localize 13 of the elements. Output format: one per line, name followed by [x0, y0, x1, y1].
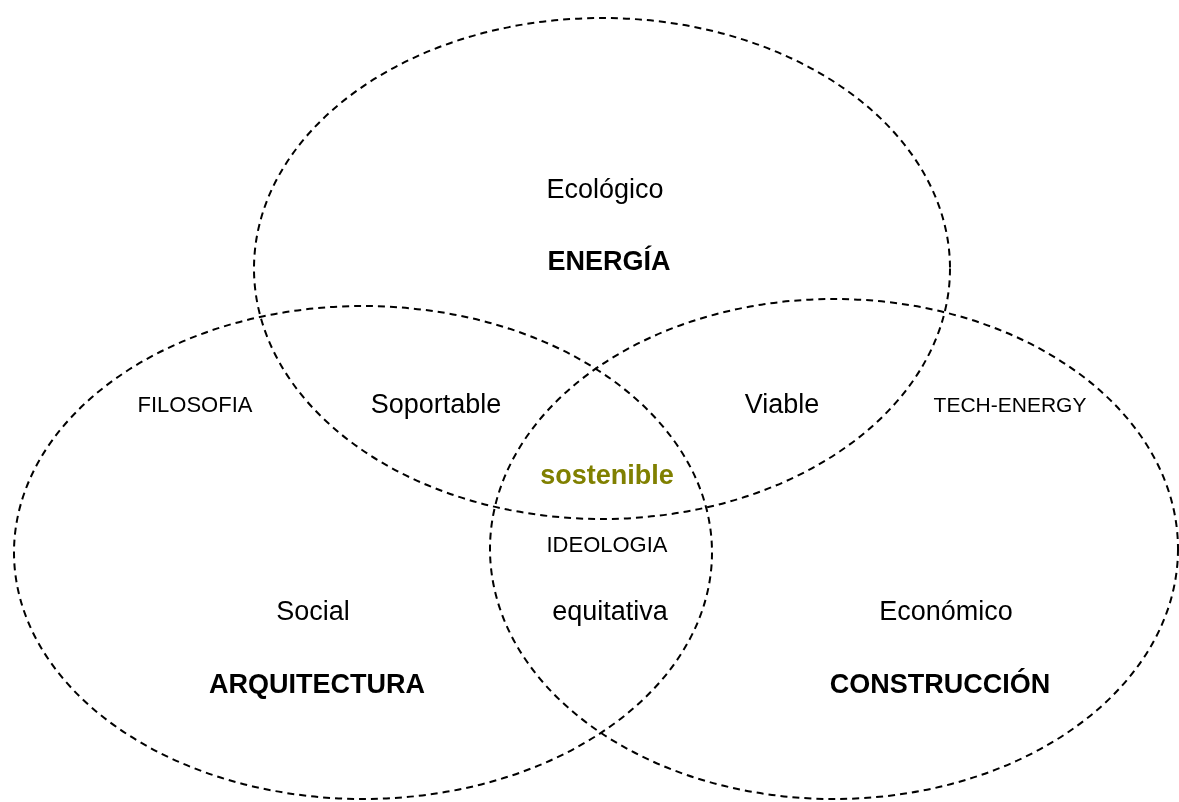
overlap-label: Viable: [744, 389, 820, 421]
center-label: sostenible: [540, 460, 674, 492]
aspect-label: Social: [276, 596, 350, 628]
overlap-label: FILOSOFIA: [137, 392, 253, 418]
overlap-label: IDEOLOGIA: [546, 532, 668, 558]
overlap-label: TECH-ENERGY: [933, 392, 1087, 418]
overlap-label: equitativa: [552, 596, 668, 628]
discipline-label: ARQUITECTURA: [209, 669, 425, 701]
aspect-label: Ecológico: [546, 174, 664, 206]
aspect-label: Económico: [879, 596, 1013, 628]
discipline-label: ENERGÍA: [547, 246, 671, 278]
discipline-label: CONSTRUCCIÓN: [829, 669, 1051, 701]
overlap-label: Soportable: [370, 389, 502, 421]
